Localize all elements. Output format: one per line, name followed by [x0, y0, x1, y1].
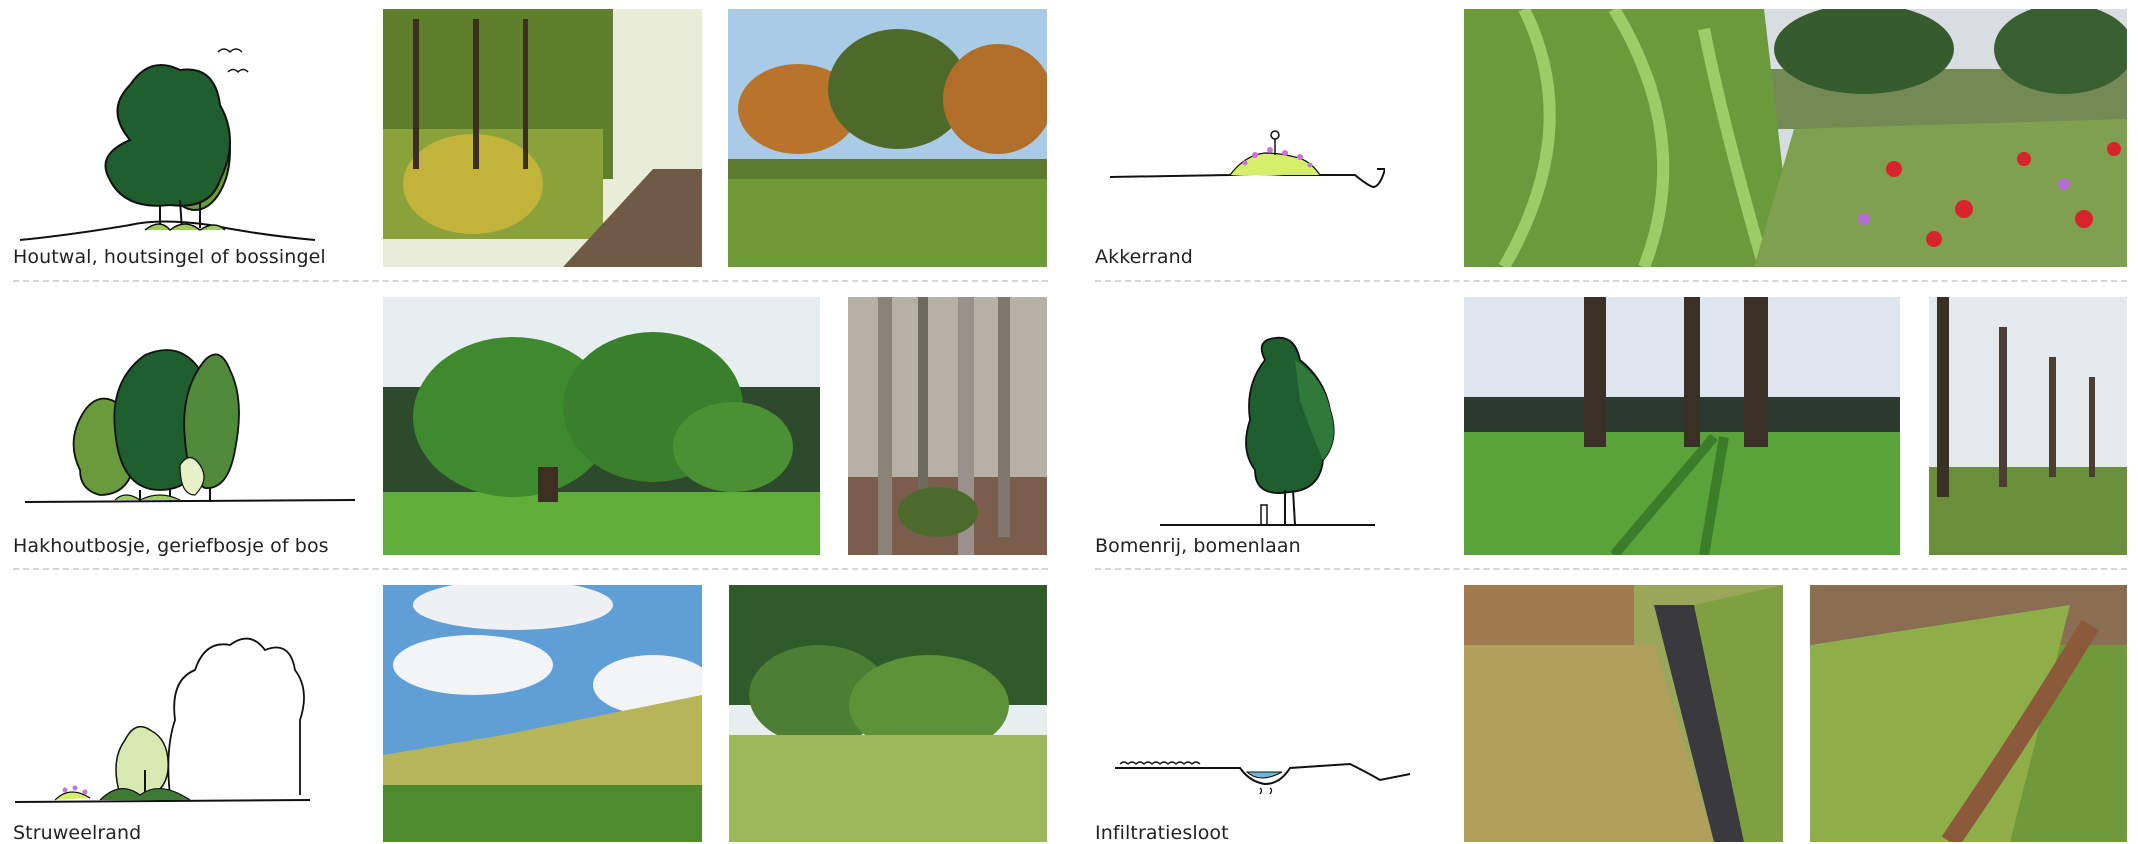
row3-right-label: Infiltratiesloot [1095, 822, 1229, 844]
divider-row1-left [13, 280, 1048, 282]
photo-infiltratiesloot-1 [1464, 585, 1783, 842]
photo-akkerrand [1464, 9, 2127, 267]
photo-struweelrand-1 [383, 585, 702, 842]
row3-left-label: Struweelrand [13, 822, 142, 844]
photo-struweelrand-2 [729, 585, 1047, 842]
photo-hakhoutbosje-1 [383, 297, 820, 555]
sketch-struweelrand [10, 620, 320, 810]
row1-left-label: Houtwal, houtsingel of bossingel [13, 246, 326, 268]
divider-row1-right [1095, 280, 2127, 282]
photo-hakhoutbosje-2 [848, 297, 1047, 555]
photo-houtwal-2 [728, 9, 1047, 267]
sketch-bomenrij [1095, 330, 1395, 530]
photo-houtwal-1 [383, 9, 702, 267]
row2-left-label: Hakhoutbosje, geriefbosje of bos [13, 535, 329, 557]
sketch-akkerrand [1105, 125, 1387, 195]
sketch-hakhoutbosje [20, 330, 360, 510]
row2-right-label: Bomenrij, bomenlaan [1095, 535, 1301, 557]
sketch-houtwal [10, 30, 320, 245]
divider-row2-left [13, 568, 1048, 570]
sketch-infiltratiesloot [1110, 750, 1420, 810]
photo-bomenrij-2 [1929, 297, 2127, 555]
row1-right-label: Akkerrand [1095, 246, 1193, 268]
photo-bomenrij-1 [1464, 297, 1900, 555]
photo-infiltratiesloot-2 [1810, 585, 2127, 842]
divider-row2-right [1095, 568, 2127, 570]
